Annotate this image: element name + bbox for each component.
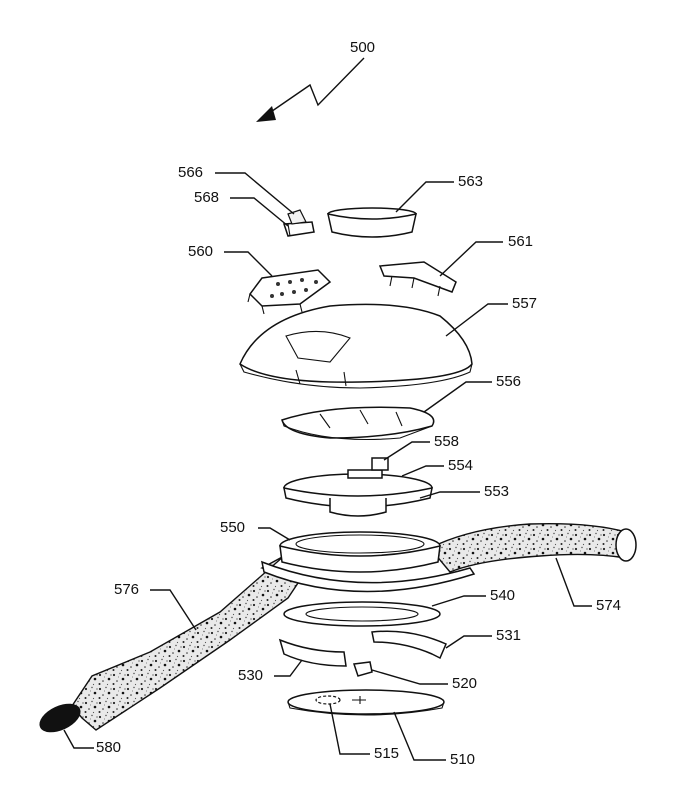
label-566: 566 <box>178 164 203 181</box>
part-520-knob <box>354 662 372 676</box>
label-553: 553 <box>484 483 509 500</box>
leader-574 <box>556 558 592 606</box>
figure-reference-label: 500 <box>350 39 375 56</box>
label-576: 576 <box>114 581 139 598</box>
strap-574-end-ring <box>616 529 636 561</box>
leader-520 <box>372 670 448 684</box>
leader-560 <box>224 252 272 276</box>
leader-563 <box>396 182 454 212</box>
leader-566 <box>215 173 294 214</box>
leader-580 <box>64 730 94 748</box>
leader-530 <box>274 660 302 676</box>
part-566-568-clip <box>284 210 314 236</box>
part-510-disc <box>288 690 444 715</box>
leader-561 <box>440 242 503 276</box>
label-563: 563 <box>458 173 483 190</box>
leader-576 <box>150 590 196 630</box>
leader-540 <box>432 596 486 606</box>
label-515: 515 <box>374 745 399 762</box>
part-531-arc <box>372 631 446 658</box>
label-550: 550 <box>220 519 245 536</box>
leader-554 <box>402 466 444 476</box>
part-563-band <box>328 208 416 237</box>
label-580: 580 <box>96 739 121 756</box>
label-510: 510 <box>450 751 475 768</box>
label-530: 530 <box>238 667 263 684</box>
part-556-plate <box>282 407 434 439</box>
label-568: 568 <box>194 189 219 206</box>
label-574: 574 <box>596 597 621 614</box>
label-557: 557 <box>512 295 537 312</box>
part-560-bracket <box>248 270 330 314</box>
label-556: 556 <box>496 373 521 390</box>
label-540: 540 <box>490 587 515 604</box>
part-553-housing <box>284 458 432 516</box>
label-531: 531 <box>496 627 521 644</box>
label-554: 554 <box>448 457 473 474</box>
part-561-bracket <box>380 262 456 296</box>
zigzag-arrow <box>256 58 364 122</box>
leader-531 <box>446 636 492 648</box>
label-558: 558 <box>434 433 459 450</box>
label-520: 520 <box>452 675 477 692</box>
strap-576 <box>72 556 300 730</box>
part-530-arc <box>280 640 346 666</box>
label-561: 561 <box>508 233 533 250</box>
leader-556 <box>424 382 492 412</box>
leader-550 <box>258 528 290 540</box>
leader-558 <box>384 442 430 460</box>
strap-574 <box>430 524 626 572</box>
leader-510 <box>394 712 446 760</box>
part-540-ring <box>284 602 440 626</box>
part-557-dome-cover <box>240 304 472 388</box>
label-560: 560 <box>188 243 213 260</box>
